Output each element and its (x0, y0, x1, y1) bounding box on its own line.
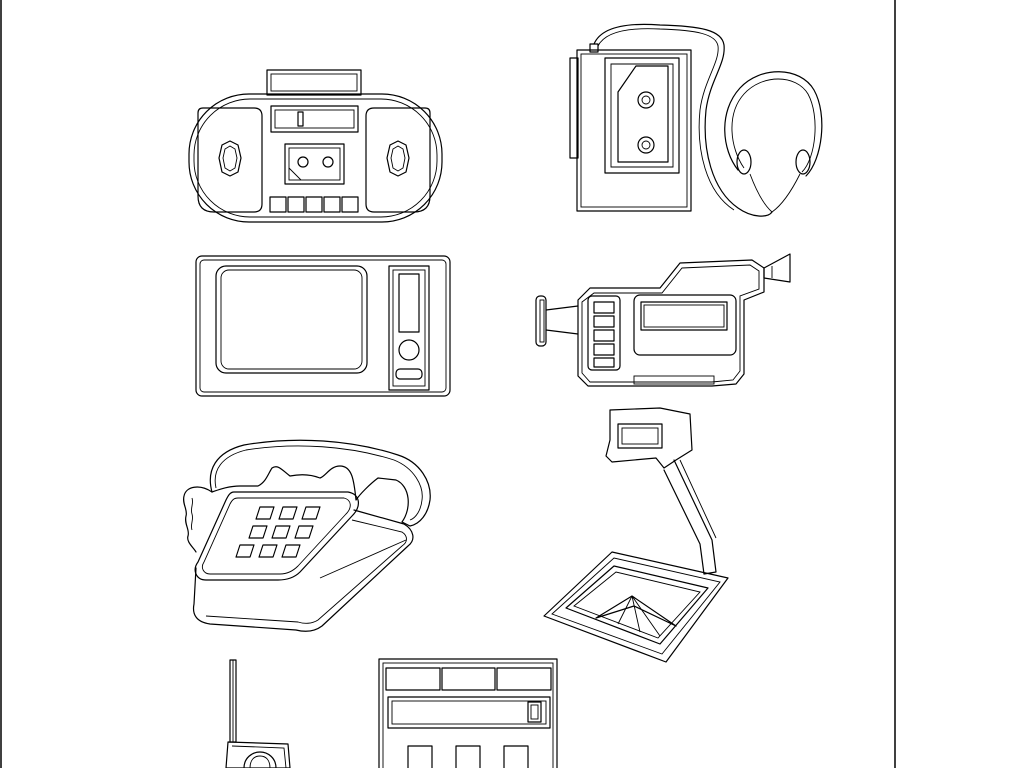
telephone-icon (182, 439, 431, 632)
cordless-phone-icon (225, 659, 291, 768)
overhead-projector-icon (543, 407, 729, 663)
calculator-icon (378, 658, 558, 768)
keypad-keys (235, 506, 321, 558)
headphones-icon (593, 23, 823, 217)
camcorder-icon (535, 253, 791, 387)
sheet-border (0, 0, 896, 768)
walkman-icon (569, 43, 692, 212)
television-icon (195, 255, 451, 397)
boombox-icon (188, 69, 443, 223)
